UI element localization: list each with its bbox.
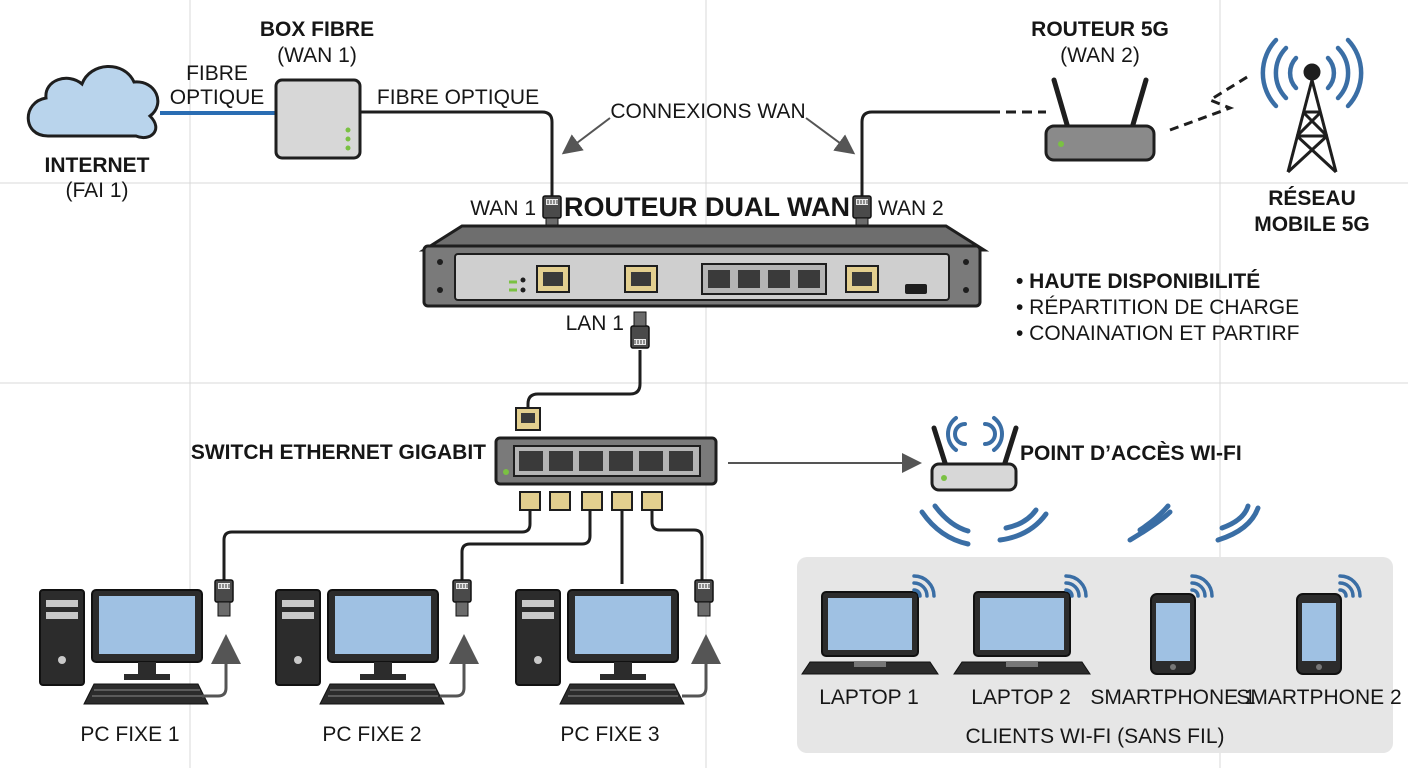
pc1-connector-icon	[214, 579, 234, 617]
mobile-network-label-line1: RÉSEAU	[1268, 187, 1356, 210]
wifi-clients-panel	[797, 557, 1393, 753]
spare-cable	[650, 510, 704, 580]
router-5g-device	[1044, 77, 1156, 162]
pc3-arrow	[682, 634, 721, 698]
pc1-icon	[39, 589, 209, 705]
switch-uplink-port-icon	[515, 407, 541, 431]
internet-cloud-icon	[26, 65, 160, 139]
pc3-connector-icon	[694, 579, 714, 617]
isp-label: (FAI 1)	[65, 179, 128, 202]
wan2-arrow	[805, 117, 856, 155]
feature-item-2: • RÉPARTITION DE CHARGE	[1016, 296, 1299, 319]
router-5g-wan-label: (WAN 2)	[1060, 44, 1140, 67]
page-title: ROUTEUR DUAL WAN	[564, 192, 850, 222]
cell-tower-icon	[1286, 63, 1338, 174]
pc3-label: PC FIXE 3	[560, 723, 659, 746]
cell-tower-signal-icon	[1260, 37, 1364, 109]
wan2-cable	[860, 110, 990, 196]
fiber-optic-label: FIBRE OPTIQUE	[377, 86, 539, 109]
wan1-port-label: WAN 1	[470, 197, 536, 220]
wireless-waves-icon	[919, 503, 1261, 547]
access-point-label: POINT D’ACCÈS WI-FI	[1020, 442, 1242, 465]
laptop2-icon	[953, 591, 1091, 675]
smartphone2-icon	[1296, 593, 1342, 675]
fiber-link-label-line1: FIBRE	[186, 62, 248, 85]
fiber-box-wan-label: (WAN 1)	[277, 44, 357, 67]
pc1-cable	[222, 510, 532, 580]
lan1-connector-icon	[630, 311, 650, 349]
router-5g-label: ROUTEUR 5G	[1031, 18, 1169, 41]
mobile-network-label-line2: MOBILE 5G	[1254, 213, 1370, 236]
switch-device	[494, 436, 718, 486]
pc2-connector-icon	[452, 579, 472, 617]
laptop1-label: LAPTOP 1	[819, 686, 919, 709]
pc1-label: PC FIXE 1	[80, 723, 179, 746]
fiber-box-label: BOX FIBRE	[260, 18, 374, 41]
access-point-device	[930, 425, 1019, 492]
laptop1-icon	[801, 591, 939, 675]
laptop2-label: LAPTOP 2	[971, 686, 1071, 709]
internet-label: INTERNET	[45, 154, 150, 177]
fiber-link-label-line2: OPTIQUE	[170, 86, 265, 109]
fiber-box-device	[274, 78, 362, 160]
wan2-port-label: WAN 2	[878, 197, 944, 220]
lan1-cable	[526, 350, 642, 410]
switch-label: SWITCH ETHERNET GIGABIT	[191, 441, 486, 464]
wan-connections-label: CONNEXIONS WAN	[610, 100, 805, 123]
pc2-cable	[460, 510, 592, 580]
pc3-icon	[515, 589, 685, 705]
smartphone2-label: SMARTPHONE 2	[1236, 686, 1401, 709]
pc2-arrow	[440, 634, 479, 698]
wan1-arrow	[561, 117, 611, 155]
dual-wan-router-device	[418, 224, 990, 308]
pc2-label: PC FIXE 2	[322, 723, 421, 746]
wifi-clients-title: CLIENTS WI-FI (SANS FIL)	[965, 725, 1224, 748]
switch-bottom-ports	[519, 491, 663, 511]
smartphone1-icon	[1150, 593, 1196, 675]
access-point-signal-icon	[946, 416, 1004, 452]
pc2-icon	[275, 589, 445, 705]
feature-item-1: • HAUTE DISPONIBILITÉ	[1016, 270, 1260, 293]
feature-item-3: • CONAINATION ET PARTIRF	[1016, 322, 1300, 345]
lan1-port-label: LAN 1	[566, 312, 624, 335]
smartphone1-label: SMARTPHONE 1	[1090, 686, 1255, 709]
wan1-cable	[360, 110, 554, 196]
wireless-link	[1169, 72, 1253, 132]
pc1-arrow	[202, 634, 241, 698]
